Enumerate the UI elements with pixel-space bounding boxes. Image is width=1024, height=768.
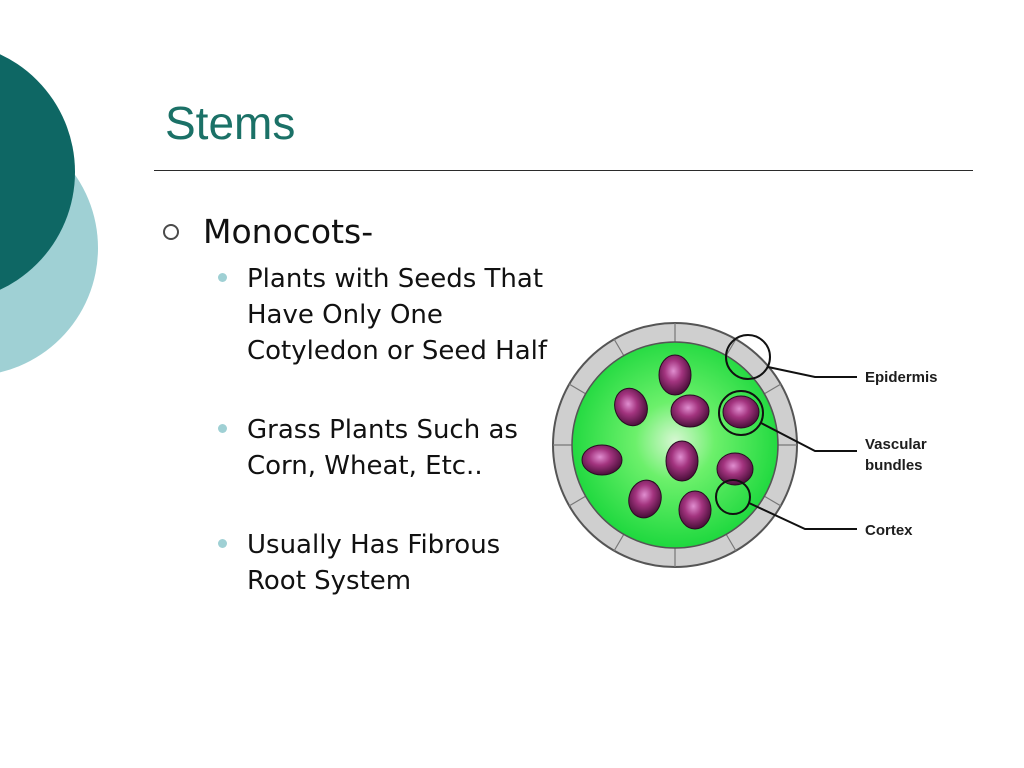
dot-bullet-icon [218, 424, 227, 433]
bullet-text: Grass Plants Such as Corn, Wheat, Etc.. [247, 415, 518, 481]
hollow-circle-bullet-icon [163, 224, 179, 240]
bullet-text: Usually Has Fibrous Root System [247, 530, 501, 596]
cortex-leader-line [748, 502, 857, 530]
vascular-bundle [665, 440, 699, 482]
cortex-label: Cortex [865, 522, 913, 539]
vascular-bundle [658, 354, 692, 396]
epidermis-callout-circle [725, 334, 771, 380]
vascular-leader-line [760, 422, 857, 452]
vascular-bundle [716, 452, 754, 486]
vascular-callout-circle [718, 390, 764, 436]
slide-title: Stems [165, 97, 296, 149]
vascular-bundle [670, 394, 710, 428]
epidermis-leader-line [767, 366, 857, 378]
vascular-label-line2: bundles [865, 457, 923, 474]
cortex-callout-circle [715, 479, 751, 515]
title-divider [154, 170, 973, 171]
monocot-stem-diagram: Epidermis Vascular bundles Cortex [552, 322, 938, 568]
vascular-bundles [581, 354, 760, 530]
vascular-bundle [581, 444, 623, 476]
vascular-bundle [628, 479, 662, 519]
vascular-bundle [722, 395, 760, 429]
epidermis-label: Epidermis [865, 369, 938, 386]
monocots-heading: Monocots- [203, 212, 374, 251]
dark-teal-circle [0, 54, 75, 290]
vascular-bundle [678, 490, 712, 530]
dot-bullet-icon [218, 273, 227, 282]
dot-bullet-icon [218, 539, 227, 548]
vascular-bundle [614, 387, 648, 427]
decorative-circles [0, 54, 98, 373]
bullet-text: Plants with Seeds That Have Only One Cot… [247, 264, 548, 366]
vascular-label-line1: Vascular [865, 436, 927, 453]
epidermis-cells [553, 323, 797, 567]
